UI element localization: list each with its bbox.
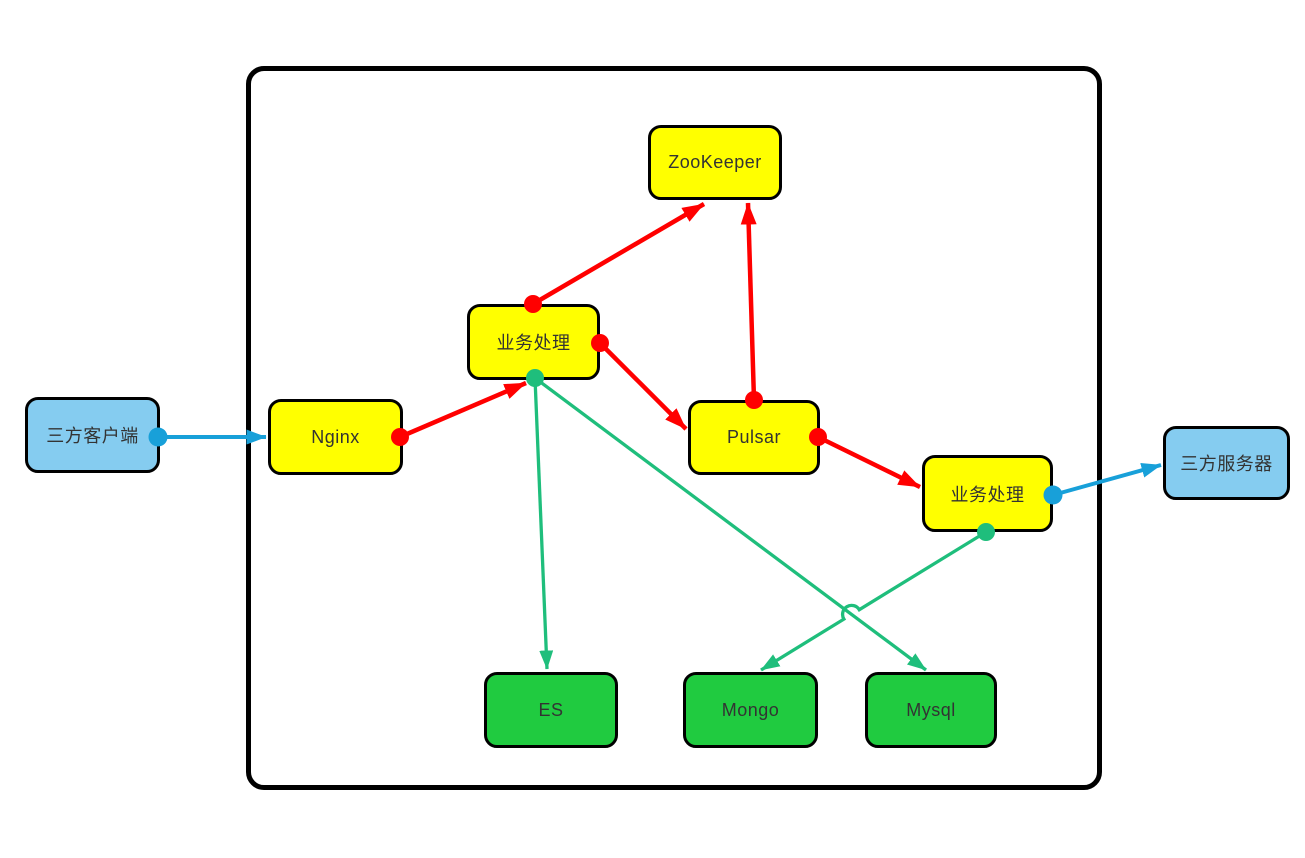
node-label: Mongo — [721, 699, 780, 720]
node-es: ES — [484, 672, 618, 748]
node-zookeeper: ZooKeeper — [648, 125, 782, 200]
node-label: 三方服务器 — [1180, 454, 1273, 474]
node-label: Mysql — [906, 699, 956, 720]
node-label: Pulsar — [726, 427, 782, 447]
node-business-processing-1: 业务处理 — [467, 304, 600, 380]
node-pulsar: Pulsar — [688, 400, 820, 475]
node-mongo: Mongo — [683, 672, 818, 748]
node-label: 三方客户端 — [46, 426, 139, 446]
node-mysql: Mysql — [865, 672, 997, 748]
node-label: ES — [538, 699, 564, 720]
node-label: Nginx — [311, 426, 360, 447]
node-third-party-server: 三方服务器 — [1163, 426, 1290, 500]
node-label: 业务处理 — [496, 333, 571, 353]
node-third-party-client: 三方客户端 — [25, 397, 160, 473]
node-nginx: Nginx — [268, 399, 403, 475]
node-business-processing-2: 业务处理 — [922, 455, 1053, 532]
node-label: ZooKeeper — [668, 152, 762, 172]
node-label: 业务处理 — [950, 484, 1025, 505]
